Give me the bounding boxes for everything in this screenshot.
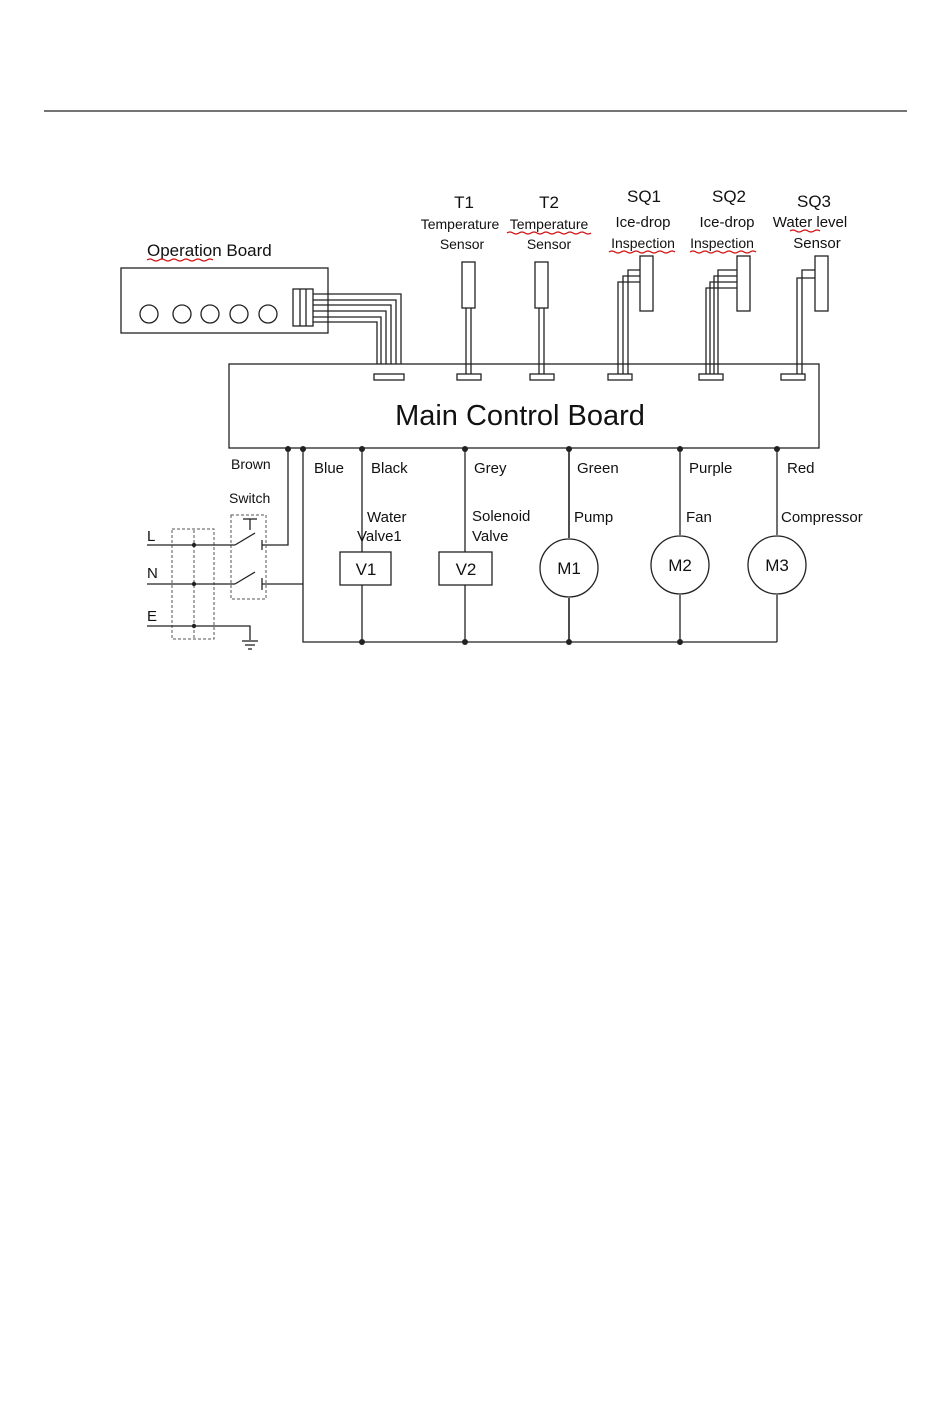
load-v2-line1: Solenoid <box>472 508 530 525</box>
sensor-t2-line2: Sensor <box>527 236 572 252</box>
sensor-sq1-code: SQ1 <box>627 187 661 206</box>
wire-label-red: Red <box>787 460 815 477</box>
sensor-sq1-line1: Ice-drop <box>615 214 670 231</box>
switch-label: Switch <box>229 490 270 506</box>
load-m1: Pump M1 <box>540 509 613 597</box>
sensor-sq1-line2: Inspection <box>611 235 675 251</box>
sensor-t2-code: T2 <box>539 193 559 212</box>
load-m2-code: M2 <box>668 556 692 575</box>
op-board-connector <box>293 289 313 326</box>
sensor-sq1: SQ1 Ice-drop Inspection <box>609 187 675 374</box>
sensor-sq3-line2: Sensor <box>793 235 841 252</box>
spellcheck-mark <box>507 232 591 234</box>
sensor-t1-line2: Sensor <box>440 236 485 252</box>
power-switch <box>235 519 262 590</box>
main-board-label: Main Control Board <box>395 400 645 432</box>
terminal-e-label: E <box>147 608 157 625</box>
sensor-sq2-body <box>737 256 750 311</box>
load-v1-line2: Valve1 <box>357 528 402 545</box>
sensor-sq3: SQ3 Water level Sensor <box>773 192 847 374</box>
switch-enclosure <box>231 515 266 599</box>
ground-icon <box>242 641 258 649</box>
load-m1-code: M1 <box>557 559 581 578</box>
load-v1-line1: Water <box>367 509 406 526</box>
connector-op <box>374 374 404 380</box>
wire-label-black: Black <box>371 460 408 477</box>
terminal-l-label: L <box>147 528 155 545</box>
sensor-sq3-code: SQ3 <box>797 192 831 211</box>
sensor-sq2-code: SQ2 <box>712 187 746 206</box>
sensor-t1: T1 Temperature Sensor <box>421 193 500 374</box>
sensor-t1-line1: Temperature <box>421 216 500 232</box>
spellcheck-mark <box>609 251 675 253</box>
sensor-sq1-body <box>640 256 653 311</box>
connector-t1 <box>457 374 481 380</box>
sensor-t1-code: T1 <box>454 193 474 212</box>
wire-label-grey: Grey <box>474 460 507 477</box>
load-m2-label: Fan <box>686 509 712 526</box>
wire-label-purple: Purple <box>689 460 732 477</box>
wire-labels: Brown Blue Black Grey Green Purple Red <box>231 456 815 477</box>
load-v2-line2: Valve <box>472 528 508 545</box>
connector-t2 <box>530 374 554 380</box>
load-v2-code: V2 <box>456 560 477 579</box>
spellcheck-mark <box>790 230 820 232</box>
sensor-sq3-body <box>815 256 828 311</box>
load-v2: Solenoid Valve V2 <box>439 508 530 585</box>
terminals: L N E <box>147 528 250 640</box>
load-m1-label: Pump <box>574 509 613 526</box>
sensor-sq3-line1: Water level <box>773 214 847 231</box>
sensor-t2-body <box>535 262 548 308</box>
connector-sq2 <box>699 374 723 380</box>
sensor-sq2: SQ2 Ice-drop Inspection <box>690 187 756 374</box>
wire-label-green: Green <box>577 460 619 477</box>
load-m2: Fan M2 <box>651 509 712 594</box>
wire-label-brown: Brown <box>231 456 271 472</box>
operation-board-label: Operation Board <box>147 241 272 260</box>
load-v1-code: V1 <box>356 560 377 579</box>
wire-label-blue: Blue <box>314 460 344 477</box>
sensor-sq2-line1: Ice-drop <box>699 214 754 231</box>
sensor-sq2-line2: Inspection <box>690 235 754 251</box>
connector-sq1 <box>608 374 632 380</box>
load-v1: Water Valve1 V1 <box>340 509 406 585</box>
sensor-t2: T2 Temperature Sensor <box>507 193 591 374</box>
load-m3-code: M3 <box>765 556 789 575</box>
sensor-t2-line1: Temperature <box>510 216 589 232</box>
sensor-t1-body <box>462 262 475 308</box>
load-m3: Compressor M3 <box>748 509 863 594</box>
terminal-n-label: N <box>147 565 158 582</box>
connector-sq3 <box>781 374 805 380</box>
load-m3-label: Compressor <box>781 509 863 526</box>
spellcheck-mark <box>690 251 756 253</box>
